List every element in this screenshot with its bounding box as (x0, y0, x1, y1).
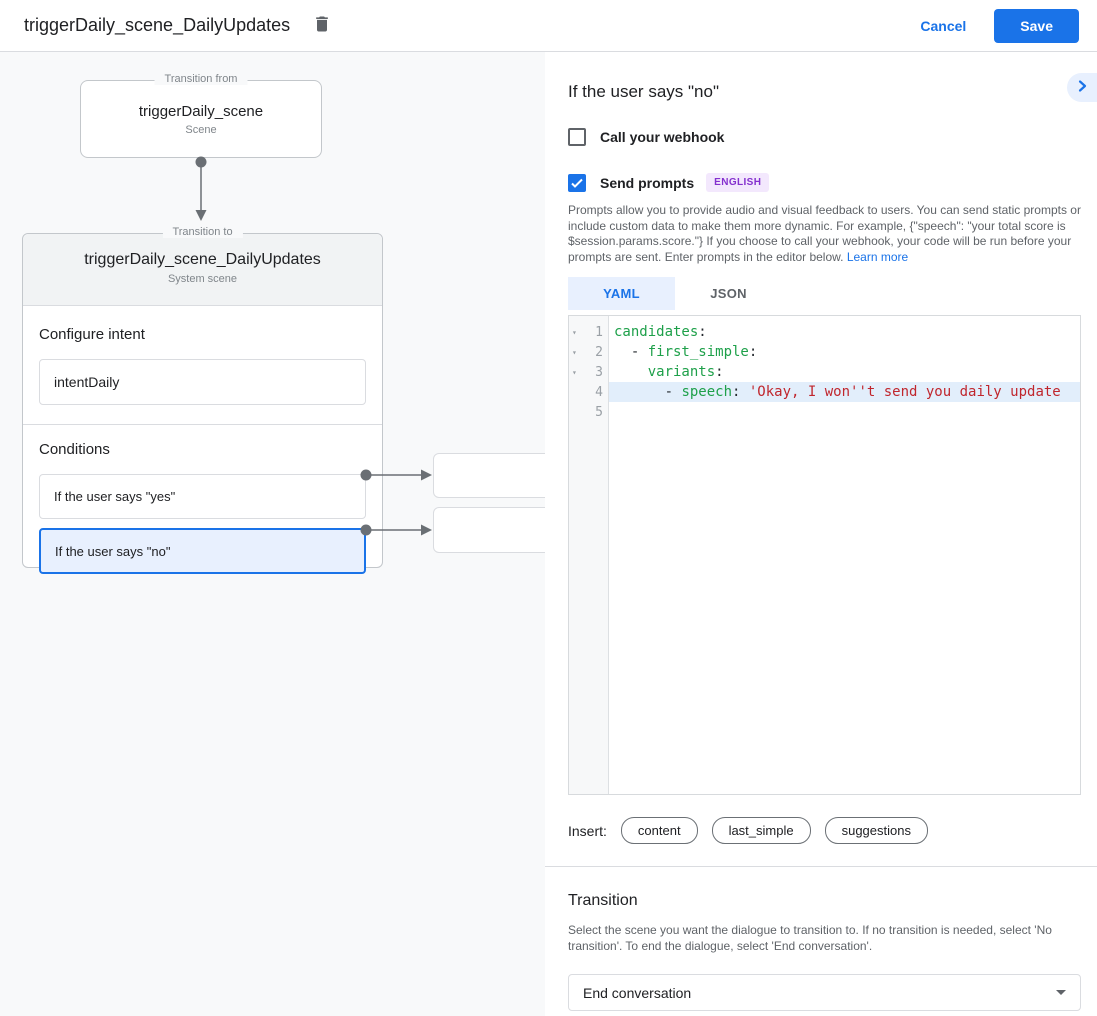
collapse-panel-button[interactable] (1067, 73, 1097, 102)
transition-from-node[interactable]: Transition from triggerDaily_scene Scene (80, 73, 322, 158)
condition-edit-panel: If the user says "no" Call your webhook … (545, 52, 1097, 1016)
code-token (614, 364, 648, 380)
transition-arrow-down (195, 156, 207, 221)
conditions-label: Conditions (39, 441, 110, 458)
condition-item-no[interactable]: If the user says "no" (39, 528, 366, 574)
panel-section-divider (545, 866, 1097, 867)
code-token: candidates (614, 324, 699, 340)
chevron-right-icon (1074, 78, 1090, 97)
transition-select-value: End conversation (583, 984, 692, 1001)
cancel-button[interactable]: Cancel (920, 17, 967, 34)
learn-more-link[interactable]: Learn more (846, 249, 909, 264)
scene-name: triggerDaily_scene_DailyUpdates (84, 251, 321, 268)
editor-format-tabs: YAML JSON (568, 277, 1097, 310)
code-line[interactable]: variants: (609, 362, 1080, 382)
prompts-description: Prompts allow you to provide audio and v… (568, 203, 1081, 265)
topbar-actions: Cancel Save (920, 8, 1079, 43)
condition-label: If the user says "no" (55, 543, 171, 559)
fold-arrow-icon[interactable]: ▾ (572, 347, 577, 357)
trash-icon (312, 14, 332, 37)
line-number: 1 (595, 324, 603, 340)
fold-arrow-icon[interactable]: ▾ (572, 327, 577, 337)
code-line[interactable]: - speech: 'Okay, I won''t send you daily… (609, 382, 1080, 402)
condition-yes-target-node[interactable] (433, 453, 545, 498)
gutter-line: ▾2 (569, 342, 608, 362)
transition-section-title: Transition (568, 892, 638, 909)
configure-intent-label: Configure intent (39, 326, 145, 343)
tab-yaml[interactable]: YAML (568, 277, 675, 310)
code-token: : (715, 364, 724, 380)
tab-json[interactable]: JSON (710, 286, 747, 301)
webhook-checkbox[interactable] (568, 128, 586, 146)
send-prompts-row: Send prompts ENGLISH (568, 173, 1097, 192)
line-number: 5 (595, 404, 603, 420)
card-divider (23, 424, 382, 425)
intent-field[interactable]: intentDaily (39, 359, 366, 405)
prompts-description-text: Prompts allow you to provide audio and v… (568, 203, 1081, 264)
save-button[interactable]: Save (994, 8, 1079, 43)
gutter-line: 4 (569, 382, 608, 402)
language-badge: ENGLISH (706, 173, 770, 192)
line-number: 2 (595, 344, 603, 360)
scene-type: System scene (167, 273, 238, 285)
send-prompts-checkbox[interactable] (568, 173, 586, 192)
condition-no-arrow (360, 524, 432, 536)
code-line[interactable]: candidates: (609, 322, 1080, 342)
transition-select[interactable]: End conversation (568, 974, 1081, 1011)
line-number: 3 (595, 364, 603, 380)
caret-down-icon (1056, 990, 1066, 995)
code-token: : (732, 384, 749, 400)
transition-from-legend: Transition from (154, 73, 248, 85)
code-token: 'Okay, I won''t send you daily update (748, 384, 1061, 400)
code-token: : (748, 344, 758, 360)
insert-chip-suggestions[interactable]: suggestions (824, 817, 928, 844)
gutter-line: ▾1 (569, 322, 608, 342)
scene-diagram-canvas: Transition from triggerDaily_scene Scene… (0, 52, 545, 1016)
gutter-line: 5 (569, 402, 608, 422)
send-prompts-label: Send prompts (600, 174, 695, 191)
page-title: triggerDaily_scene_DailyUpdates (24, 15, 291, 35)
code-token: : (698, 324, 707, 340)
code-token: first_simple (647, 344, 749, 360)
panel-title: If the user says "no" (568, 82, 719, 101)
code-token: speech (681, 384, 733, 400)
code-line[interactable]: - first_simple: (609, 342, 1080, 362)
scene-card-body: Configure intent intentDaily Conditions … (23, 306, 382, 574)
webhook-label: Call your webhook (600, 129, 725, 145)
intent-value: intentDaily (54, 374, 120, 390)
insert-label: Insert: (568, 822, 607, 839)
condition-yes-arrow (360, 469, 432, 481)
insert-chip-content[interactable]: content (620, 817, 698, 844)
top-bar: triggerDaily_scene_DailyUpdates Cancel S… (0, 0, 1097, 52)
condition-item-yes[interactable]: If the user says "yes" (39, 474, 366, 519)
code-token: - (614, 344, 648, 360)
editor-code-area[interactable]: candidates: - first_simple: variants: - … (609, 316, 1080, 794)
line-number: 4 (595, 384, 603, 400)
insert-row: Insert: content last_simple suggestions (568, 817, 1097, 844)
transition-to-legend: Transition to (162, 226, 243, 238)
code-token: variants (647, 364, 716, 380)
main-content: Transition from triggerDaily_scene Scene… (0, 52, 1097, 1016)
insert-chip-container: content last_simple suggestions (620, 817, 928, 844)
fold-arrow-icon[interactable]: ▾ (572, 367, 577, 377)
checkmark-icon (568, 173, 586, 196)
code-token: - (614, 384, 682, 400)
scene-card-header: triggerDaily_scene_DailyUpdates System s… (23, 234, 382, 306)
insert-chip-last_simple[interactable]: last_simple (711, 817, 811, 844)
code-line[interactable] (609, 402, 1080, 422)
from-scene-name: triggerDaily_scene (138, 103, 264, 120)
transition-description: Select the scene you want the dialogue t… (568, 923, 1052, 953)
gutter-line: ▾3 (569, 362, 608, 382)
from-scene-type: Scene (185, 124, 217, 136)
delete-scene-button[interactable] (308, 12, 336, 40)
webhook-row: Call your webhook (568, 128, 1097, 146)
condition-label: If the user says "yes" (54, 489, 176, 504)
transition-to-node[interactable]: Transition to triggerDaily_scene_DailyUp… (22, 226, 383, 574)
condition-no-target-node[interactable] (433, 507, 545, 553)
